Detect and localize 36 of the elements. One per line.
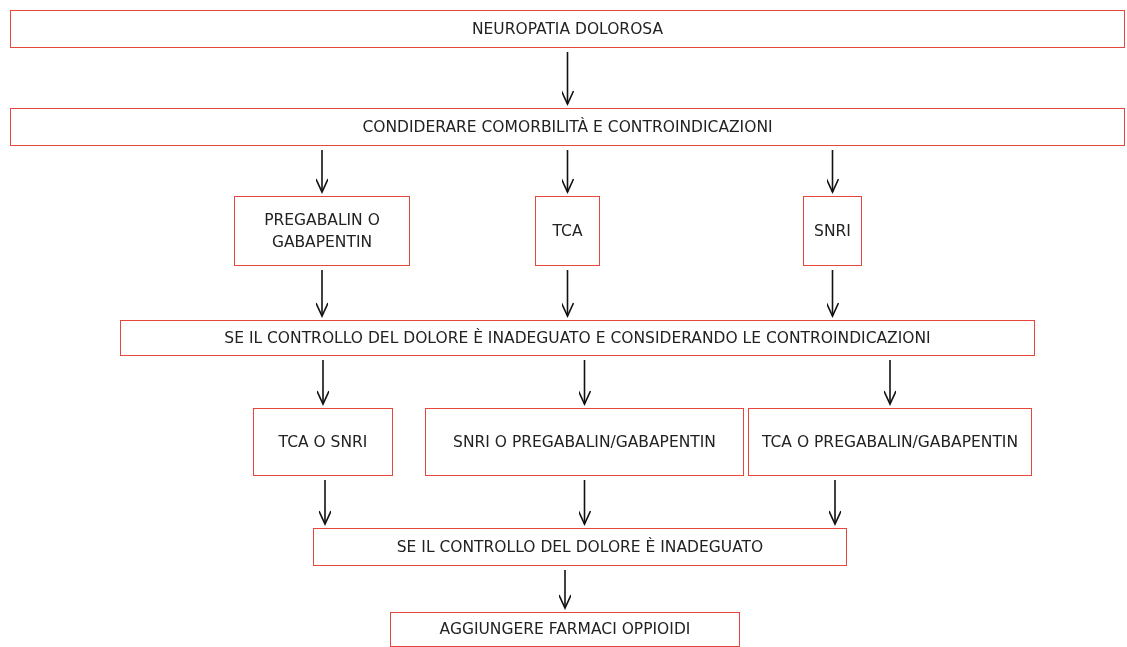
process-box [425, 408, 744, 476]
arrow [318, 479, 332, 525]
box-text: SE IL CONTROLLO DEL DOLORE È INADEGUATO E CONSIDERANDO LE CONTROINDICAZIONI [224, 327, 931, 349]
process-box [10, 108, 1125, 146]
process-box [234, 196, 410, 266]
arrow [560, 149, 575, 193]
arrow [577, 479, 592, 525]
arrow [828, 479, 842, 525]
process-box [10, 10, 1125, 48]
arrow [883, 359, 897, 405]
arrow [316, 359, 330, 405]
box-text: SE IL CONTROLLO DEL DOLORE È INADEGUATO [396, 536, 764, 558]
arrow [825, 149, 840, 193]
process-box [803, 196, 862, 266]
arrow [315, 149, 329, 193]
box-text: SNRI O PREGABALIN/GABAPENTIN [453, 431, 716, 453]
arrow [560, 51, 575, 105]
box-text: TCA [552, 220, 583, 242]
process-box [253, 408, 393, 476]
box-text: NEUROPATIA DOLOROSA [471, 18, 664, 40]
box-text: CONDIDERARE COMORBILITÀ E CONTROINDICAZIONI [362, 116, 773, 138]
process-box [120, 320, 1035, 356]
arrow [825, 269, 840, 317]
arrow [560, 269, 575, 317]
arrow [315, 269, 329, 317]
box-text: AGGIUNGERE FARMACI OPPIOIDI [439, 619, 691, 641]
process-box [535, 196, 600, 266]
box-text: TCA O SNRI [278, 431, 368, 453]
box-text: SNRI [814, 220, 851, 242]
box-text: PREGABALIN O GABAPENTIN [263, 209, 381, 253]
process-box [313, 528, 847, 566]
arrow [577, 359, 592, 405]
arrow [558, 569, 572, 609]
process-box [748, 408, 1032, 476]
box-text: TCA O PREGABALIN/GABAPENTIN [761, 431, 1018, 453]
process-box [390, 612, 740, 647]
